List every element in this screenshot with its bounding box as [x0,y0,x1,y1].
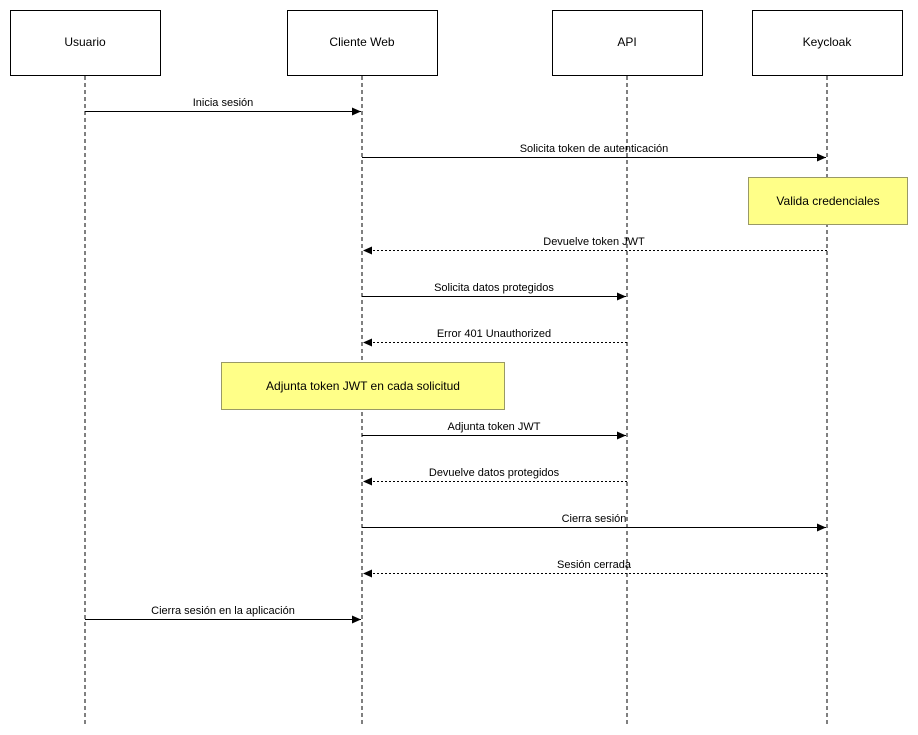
actor-api-label: API [617,35,636,49]
message-cierra-sesion-aplicacion: Cierra sesión en la aplicación [85,605,361,624]
note-valida-credenciales: Valida credenciales [748,177,908,225]
message-devuelve-token: Devuelve token JWT [363,236,827,255]
message-devuelve-datos: Devuelve datos protegidos [363,467,627,486]
message-label: Cierra sesión [562,513,627,525]
message-error-401: Error 401 Unauthorized [363,328,627,347]
message-solicita-token: Solicita token de autenticación [362,143,826,162]
actor-keycloak: Keycloak [752,10,903,76]
message-label: Sesión cerrada [557,559,632,571]
message-label: Inicia sesión [193,97,254,109]
actor-cliente-web: Cliente Web [287,10,438,76]
actor-usuario: Usuario [10,10,161,76]
message-label: Error 401 Unauthorized [437,328,551,340]
actor-usuario-label: Usuario [64,35,106,49]
message-sesion-cerrada: Sesión cerrada [363,559,827,578]
message-inicia-sesion: Inicia sesión [85,97,361,116]
message-label: Devuelve datos protegidos [429,467,560,479]
message-label: Adjunta token JWT [448,421,541,433]
message-label: Devuelve token JWT [543,236,645,248]
note-adjunta-token: Adjunta token JWT en cada solicitud [221,362,505,410]
note-label: Adjunta token JWT en cada solicitud [266,379,460,393]
message-label: Solicita token de autenticación [520,143,669,155]
message-adjunta-token: Adjunta token JWT [362,421,626,440]
message-label: Cierra sesión en la aplicación [151,605,295,617]
actor-api: API [552,10,703,76]
message-solicita-datos: Solicita datos protegidos [362,282,626,301]
actor-keycloak-label: Keycloak [803,35,853,49]
message-cierra-sesion: Cierra sesión [362,513,826,532]
note-label: Valida credenciales [776,194,879,208]
message-label: Solicita datos protegidos [434,282,554,294]
actor-cliente-web-label: Cliente Web [329,35,394,49]
